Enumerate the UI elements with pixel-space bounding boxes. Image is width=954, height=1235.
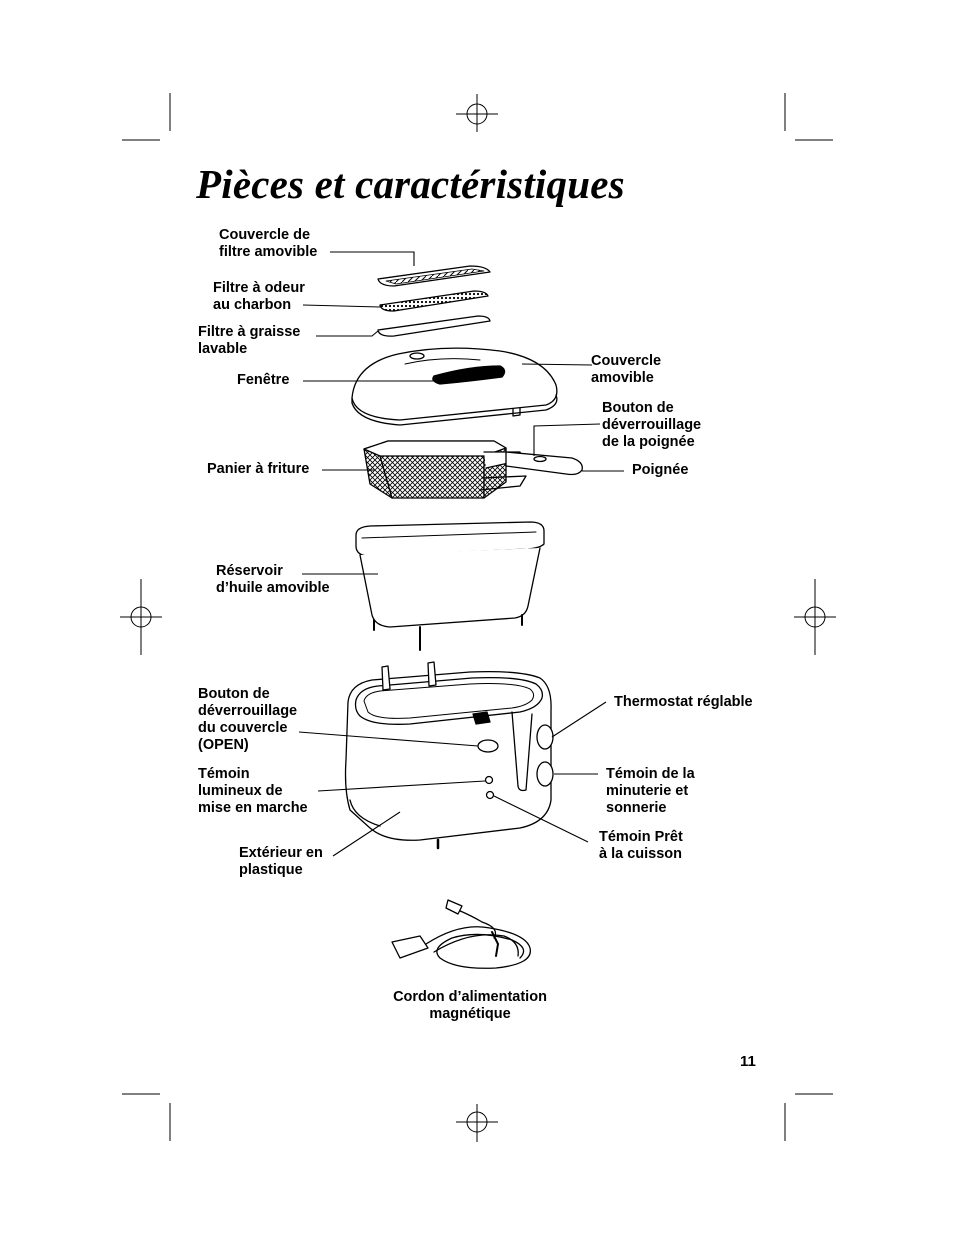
label-cordon: Cordon d’alimentation magnétique <box>393 989 547 1022</box>
label-bouton-poignee: Bouton de déverrouillage de la poignée <box>602 400 702 450</box>
label-panier: Panier à friture <box>207 461 310 477</box>
label-thermostat: Thermostat réglable <box>614 694 753 710</box>
lid <box>351 347 558 426</box>
registration-mark-right <box>794 579 836 655</box>
power-cord <box>391 899 531 969</box>
lid-release-button <box>477 739 499 753</box>
label-couvercle-amovible: Couvercle amovible <box>591 353 662 386</box>
charcoal-filter <box>379 290 489 312</box>
fry-basket <box>363 440 583 499</box>
label-filtre-odeur: Filtre à odeur au charbon <box>213 280 305 313</box>
leader-thermostat <box>551 701 607 738</box>
power-light <box>484 775 494 785</box>
leader-couvercle-amovible <box>521 363 593 366</box>
label-temoin-marche: Témoin lumineux de mise en marche <box>198 766 308 816</box>
leader-couvercle-filtre <box>330 251 415 266</box>
label-fenetre: Fenêtre <box>237 372 290 388</box>
page-number: 11 <box>740 1053 756 1070</box>
registration-mark-left <box>120 579 162 655</box>
page-title: Pièces et caractéristiques <box>196 161 625 207</box>
leader-temoin-pret <box>493 795 589 843</box>
label-temoin-pret: Témoin Prêt à la cuisson <box>599 829 683 862</box>
leader-filtre-graisse <box>316 330 379 337</box>
label-bouton-couvercle: Bouton de déverrouillage du couvercle (O… <box>198 686 298 753</box>
timer-knob <box>536 761 554 787</box>
label-reservoir: Réservoir d’huile amovible <box>216 563 330 596</box>
leader-exterieur <box>332 811 401 857</box>
leader-temoin-marche <box>317 780 486 792</box>
registration-mark-bottom <box>456 1104 498 1142</box>
label-temoin-minuterie: Témoin de la minuterie et sonnerie <box>606 766 695 816</box>
label-exterieur: Extérieur en plastique <box>239 845 323 878</box>
fryer-body <box>344 661 554 850</box>
thermostat-knob <box>536 724 554 750</box>
ready-light <box>485 790 495 800</box>
leader-bouton-couvercle <box>298 731 479 747</box>
leader-filtre-odeur <box>302 304 381 308</box>
label-couvercle-filtre: Couvercle de filtre amovible <box>219 227 318 260</box>
registration-mark-top <box>456 94 498 132</box>
leader-bouton-poignee <box>533 423 601 456</box>
label-filtre-graisse: Filtre à graisse lavable <box>198 324 301 357</box>
grease-filter <box>377 315 491 337</box>
label-poignee: Poignée <box>632 462 689 478</box>
oil-reservoir <box>355 521 545 651</box>
filter-cover <box>377 265 491 287</box>
